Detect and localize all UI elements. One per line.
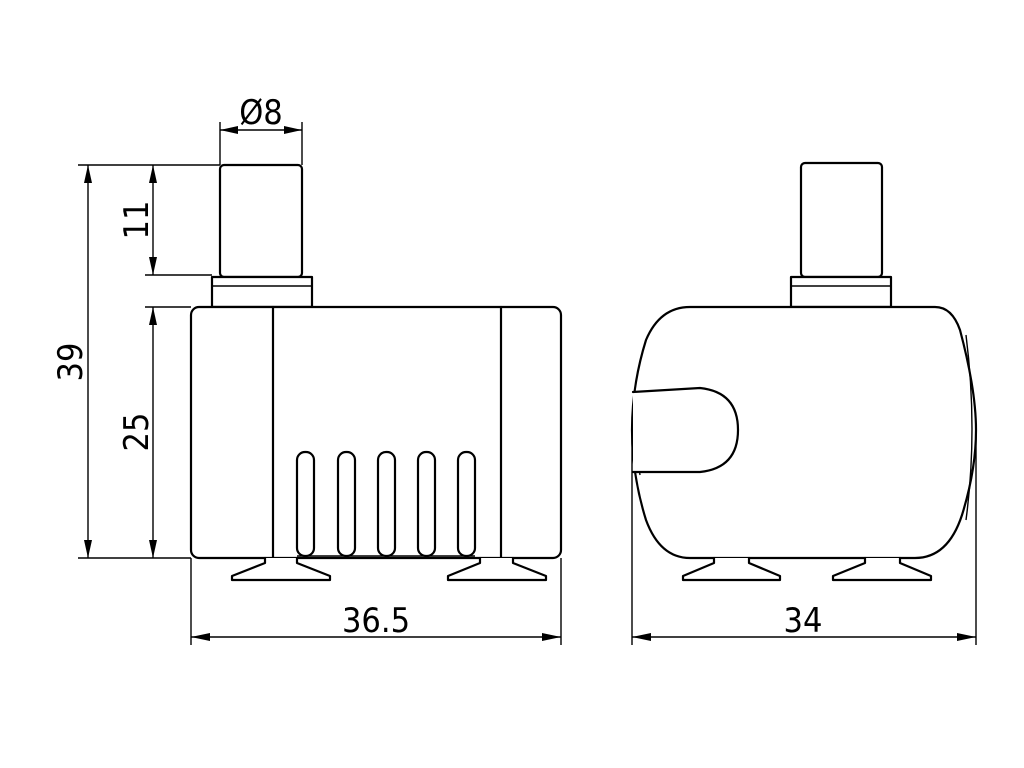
label-total-height: 39 xyxy=(51,343,91,382)
side-stem-collar xyxy=(789,275,893,309)
front-view xyxy=(189,163,563,582)
dimension-total-height: 39 xyxy=(51,164,191,559)
side-suction-feet xyxy=(681,556,933,582)
dimension-front-width: 36.5 xyxy=(190,558,562,645)
front-suction-feet xyxy=(230,556,548,582)
side-view xyxy=(630,161,978,582)
label-stem-diameter: Ø8 xyxy=(239,93,283,133)
side-body xyxy=(630,305,978,560)
label-front-width: 36.5 xyxy=(342,601,410,641)
front-body xyxy=(189,305,563,560)
front-outlet-stem xyxy=(218,163,304,279)
label-side-width: 34 xyxy=(784,601,823,641)
side-inlet-nozzle xyxy=(631,386,740,474)
label-stem-height: 11 xyxy=(117,201,157,240)
dimension-body-height: 25 xyxy=(117,306,191,558)
front-stem-collar xyxy=(210,275,314,309)
dimension-side-width: 34 xyxy=(631,430,977,645)
dimension-stem-diameter: Ø8 xyxy=(219,93,303,165)
dimension-stem-height: 11 xyxy=(117,164,220,276)
side-outlet-stem xyxy=(799,161,884,279)
front-intake-slots xyxy=(295,450,477,558)
label-body-height: 25 xyxy=(117,413,157,452)
